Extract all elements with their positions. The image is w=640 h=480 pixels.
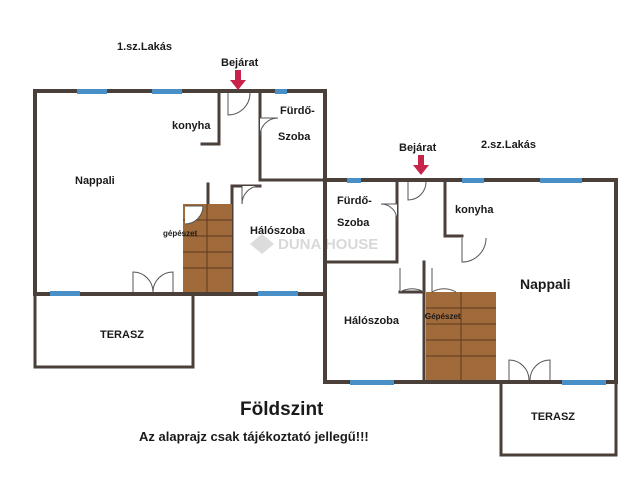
u1-window bbox=[77, 89, 107, 94]
entrance-arrows bbox=[230, 70, 429, 175]
watermark-logo-icon bbox=[250, 234, 274, 254]
u2-window bbox=[562, 380, 606, 385]
u1-entrance-door-icon bbox=[227, 92, 251, 116]
u1-terasz-label: TERASZ bbox=[100, 329, 144, 341]
plan-subtitle: Az alaprajz csak tájékoztató jellegű!!! bbox=[139, 429, 369, 444]
u1-furdo-label: Fürdő- bbox=[280, 105, 315, 117]
u2-windows bbox=[347, 178, 606, 385]
u2-window bbox=[540, 178, 582, 183]
u2-bath-door-icon bbox=[380, 203, 398, 221]
u1-nappali-label: Nappali bbox=[75, 175, 115, 187]
u1-bath-door-icon bbox=[259, 117, 279, 137]
u2-bath-wall bbox=[323, 178, 399, 264]
u2-furdo-label: Fürdő- bbox=[337, 195, 372, 207]
u2-window bbox=[347, 178, 361, 183]
u1-furdo-label-2: Szoba bbox=[278, 131, 311, 143]
u1-window bbox=[152, 89, 182, 94]
unit-2 bbox=[323, 178, 618, 457]
u1-entrance-arrow-icon bbox=[230, 70, 246, 90]
u1-stair-door-icon bbox=[184, 205, 204, 225]
u1-gepeszet-label: gépészet bbox=[163, 229, 198, 238]
u2-haloszoba-label: Hálószoba bbox=[344, 315, 400, 327]
u1-kitchen-wall bbox=[200, 89, 221, 146]
plan-title: Földszint bbox=[240, 399, 324, 420]
u2-terasz-label: TERASZ bbox=[531, 411, 575, 423]
u2-nappali-label: Nappali bbox=[520, 276, 571, 292]
u2-window bbox=[350, 380, 394, 385]
u1-stairs-steps bbox=[183, 204, 232, 292]
u2-hall-wall bbox=[443, 178, 464, 238]
watermark: DUNA HOUSE bbox=[250, 234, 378, 254]
u1-window bbox=[275, 89, 287, 94]
u2-gepeszet-label: Gépészet bbox=[425, 312, 461, 321]
u1-terrace-door-icon bbox=[132, 271, 174, 293]
unit-1-label: 1.sz.Lakás bbox=[117, 41, 172, 53]
watermark-text: DUNA HOUSE bbox=[278, 236, 378, 253]
u2-bedroom-door-icon bbox=[399, 268, 425, 293]
u2-terrace-wall bbox=[499, 380, 618, 457]
u1-window bbox=[50, 291, 80, 296]
unit-2-label: 2.sz.Lakás bbox=[481, 139, 536, 151]
u1-window bbox=[258, 291, 298, 296]
u2-stair-door-icon bbox=[431, 268, 457, 293]
u2-stairs-steps bbox=[426, 292, 496, 380]
u2-furdo-label-2: Szoba bbox=[337, 217, 370, 229]
u2-entrance-label: Bejárat bbox=[399, 142, 437, 154]
u1-bedroom-door-icon bbox=[241, 185, 261, 205]
u2-stairs bbox=[426, 292, 496, 380]
u1-haloszoba-label: Hálószoba bbox=[250, 225, 306, 237]
u1-entrance-label: Bejárat bbox=[221, 57, 259, 69]
u2-window bbox=[462, 178, 484, 183]
u1-doors bbox=[132, 92, 279, 293]
u2-konyha-label: konyha bbox=[455, 204, 494, 216]
u1-konyha-label: konyha bbox=[172, 120, 211, 132]
u2-stair-wall bbox=[398, 260, 426, 382]
u1-terrace-wall bbox=[33, 292, 195, 369]
u2-entrance-arrow-icon bbox=[413, 155, 429, 175]
u2-entrance-door-icon bbox=[407, 181, 427, 201]
u2-terrace-door-icon bbox=[508, 359, 551, 381]
u2-kitchen-door-icon bbox=[461, 237, 487, 263]
u2-doors bbox=[380, 181, 551, 381]
u1-windows bbox=[50, 89, 298, 296]
